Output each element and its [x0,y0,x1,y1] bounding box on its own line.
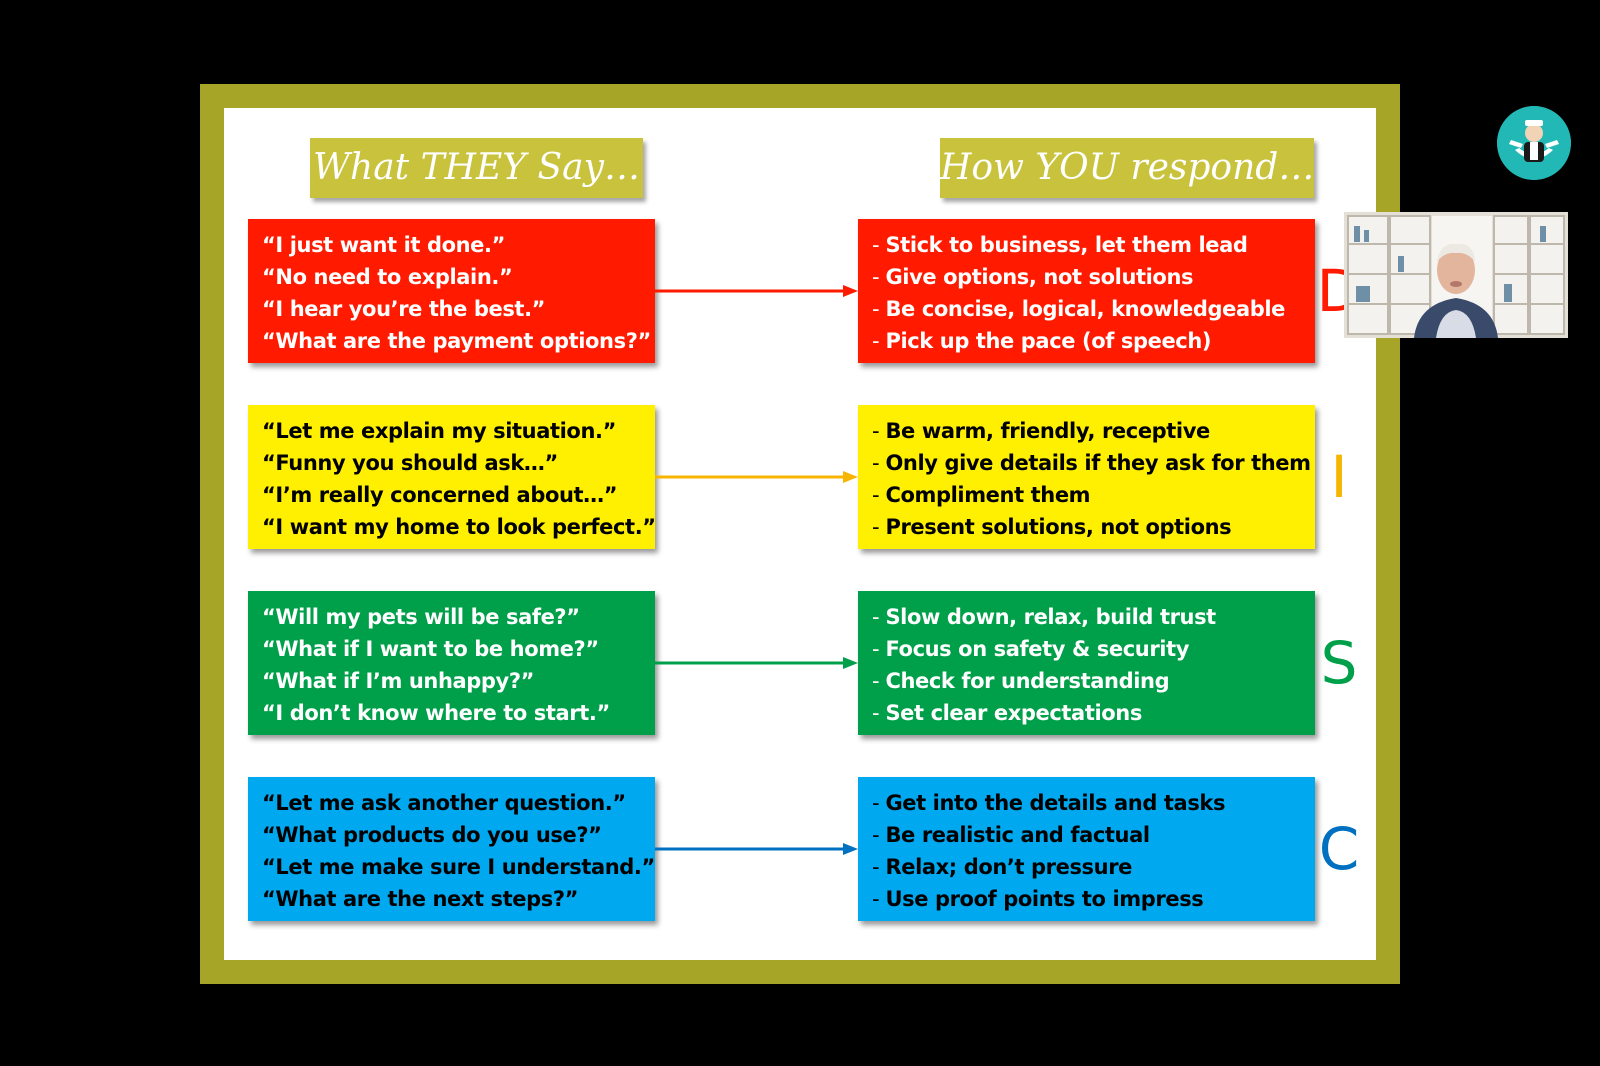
left-column-header: What THEY Say… [310,138,643,198]
response-line: Stick to business, let them lead [872,229,1315,261]
quote-line: “Let me explain my situation.” [262,419,616,443]
participant-video-frame [1344,212,1568,338]
quote-line: “What if I’m unhappy?” [262,669,535,693]
quote-box-i: “Let me explain my situation.” “Funny you… [248,405,656,549]
slide-canvas: What THEY Say… How YOU respond… “I just … [224,108,1376,960]
disc-letter-i: I [1330,443,1348,511]
quote-line: “What are the payment options?” [262,329,651,353]
arrow-right-icon [655,471,858,483]
quote-line: “I don’t know where to start.” [262,701,610,725]
arrow-right-icon [655,285,858,297]
response-line: Use proof points to impress [872,883,1315,915]
right-column-header: How YOU respond… [940,138,1314,198]
response-line: Relax; don’t pressure [872,851,1315,883]
quote-line: “I hear you’re the best.” [262,297,546,321]
response-box-i: Be warm, friendly, receptiveOnly give de… [858,405,1315,549]
quote-line: “What if I want to be home?” [262,637,599,661]
quote-line: “I just want it done.” [262,233,505,257]
response-line: Be warm, friendly, receptive [872,415,1315,447]
quote-line: “Will my pets will be safe?” [262,605,580,629]
quote-line: “Let me ask another question.” [262,791,626,815]
quote-box-c: “Let me ask another question.” “What prod… [248,777,655,921]
response-line: Slow down, relax, build trust [872,601,1315,633]
quote-line: “I’m really concerned about…” [262,483,618,507]
response-box-d: Stick to business, let them leadGive opt… [858,219,1315,363]
response-line: Be realistic and factual [872,819,1315,851]
response-box-c: Get into the details and tasksBe realist… [858,777,1315,921]
response-line: Present solutions, not options [872,511,1315,543]
shared-slide: What THEY Say… How YOU respond… “I just … [200,84,1400,984]
response-line: Be concise, logical, knowledgeable [872,293,1315,325]
quote-box-s: “Will my pets will be safe?” “What if I w… [248,591,655,735]
response-line: Get into the details and tasks [872,787,1315,819]
response-box-s: Slow down, relax, build trustFocus on sa… [858,591,1315,735]
arrow-right-icon [655,657,858,669]
quote-line: “No need to explain.” [262,265,513,289]
butler-icon [1497,106,1571,180]
response-line: Focus on safety & security [872,633,1315,665]
butler-logo-icon[interactable] [1497,106,1571,180]
arrow-right-icon [655,843,858,855]
response-line: Give options, not solutions [872,261,1315,293]
quote-box-d: “I just want it done.” “No need to explai… [248,219,655,363]
quote-line: “Funny you should ask…” [262,451,558,475]
response-line: Set clear expectations [872,697,1315,729]
response-line: Only give details if they ask for them [872,447,1315,479]
participant-video[interactable] [1344,212,1568,338]
response-line: Compliment them [872,479,1315,511]
disc-letter-c: C [1318,815,1360,883]
quote-line: “What products do you use?” [262,823,602,847]
quote-line: “What are the next steps?” [262,887,579,911]
response-line: Pick up the pace (of speech) [872,325,1315,357]
quote-line: “I want my home to look perfect.” [262,515,656,539]
disc-letter-s: S [1320,629,1358,697]
response-line: Check for understanding [872,665,1315,697]
quote-line: “Let me make sure I understand.” [262,855,655,879]
